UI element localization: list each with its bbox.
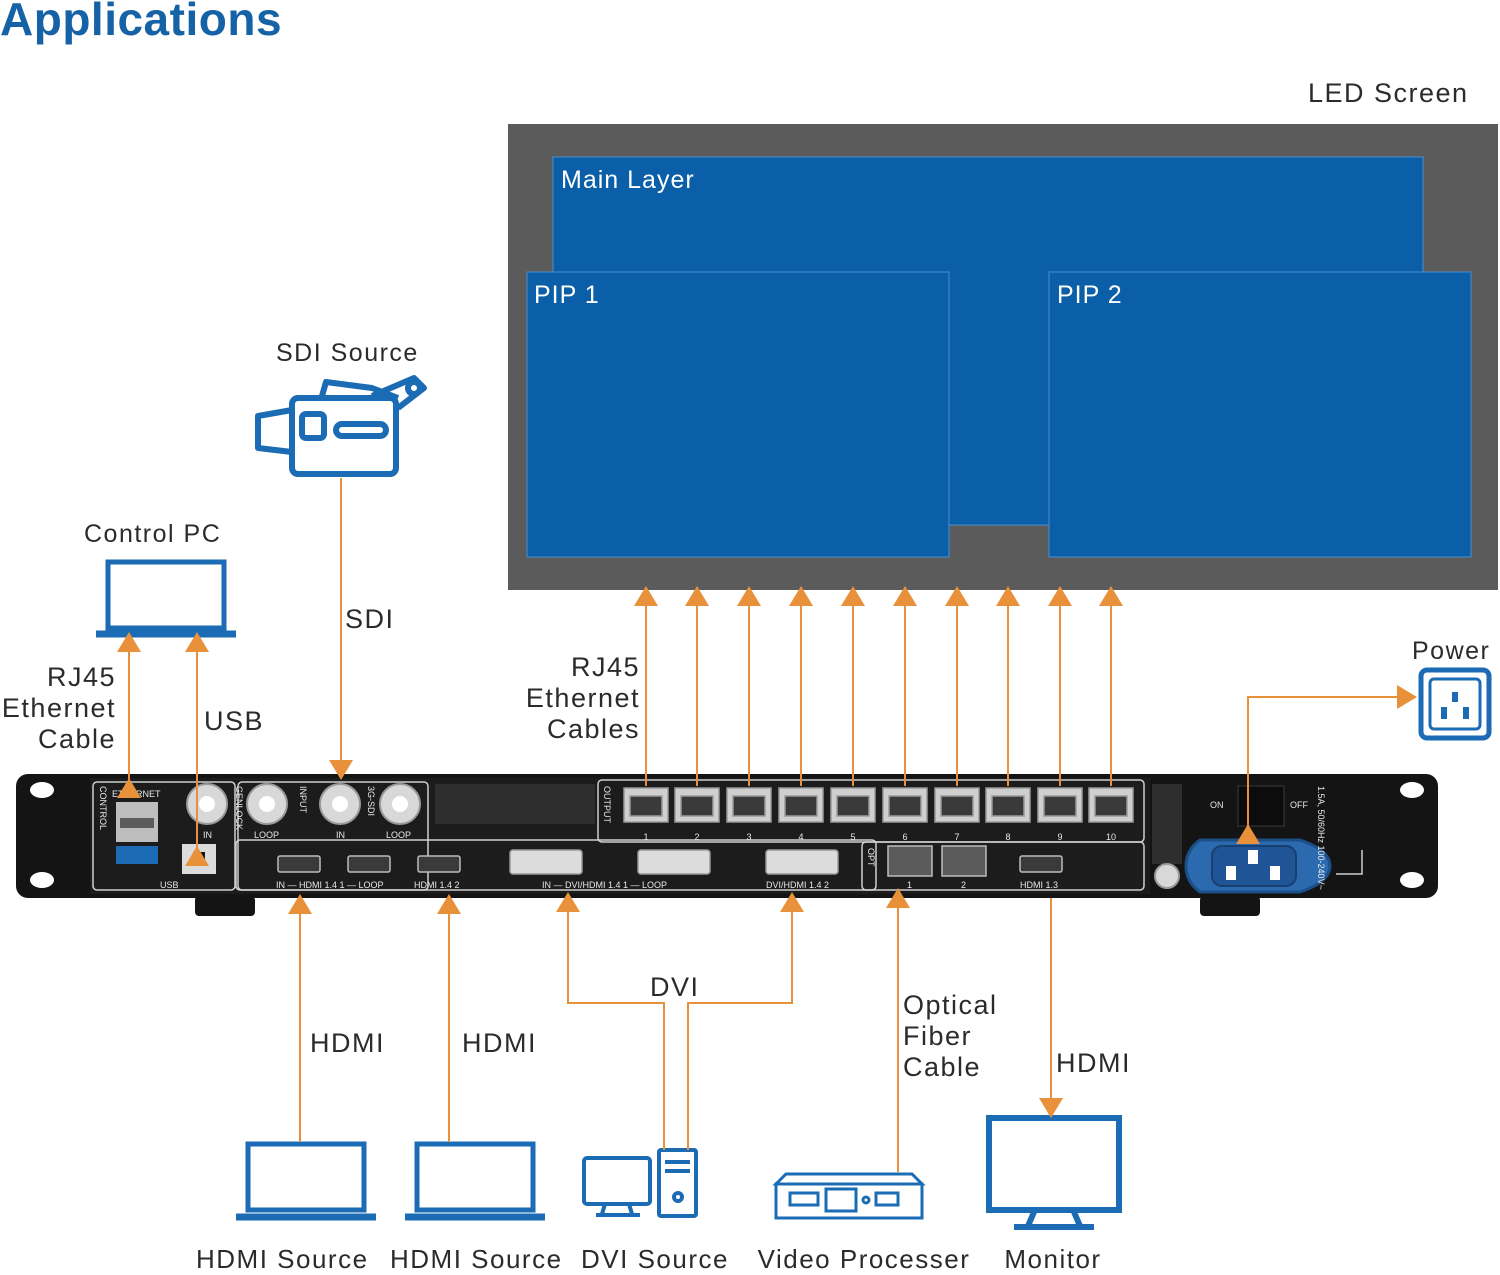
rj45-port-number: 5 bbox=[850, 832, 855, 842]
hdmi-source-1-laptop-icon bbox=[236, 1141, 376, 1221]
device-label-hdmi-2: HDMI 1.4 2 bbox=[414, 880, 460, 890]
hdmi-source-2-caption: HDMI Source bbox=[390, 1244, 563, 1274]
usb-cable-label: USB bbox=[204, 706, 265, 736]
rj45-port-number: 9 bbox=[1057, 832, 1062, 842]
hdmi-monitor-cable-label: HDMI bbox=[1056, 1048, 1131, 1078]
device-label-input: INPUT bbox=[298, 786, 308, 814]
device-label-output: OUTPUT bbox=[602, 786, 612, 824]
device-label-on: ON bbox=[1210, 800, 1224, 810]
rj45-output-ports bbox=[623, 787, 1134, 823]
rj45-port-socket bbox=[888, 795, 922, 817]
dvi-cable-label: DVI bbox=[650, 972, 700, 1002]
rj45-port-number: 3 bbox=[746, 832, 751, 842]
rj45-control-line2: Ethernet bbox=[1, 693, 116, 723]
device-label-genlock-in: IN bbox=[203, 830, 212, 840]
rj45-port-socket bbox=[732, 795, 766, 817]
hdmi-cable-1-label: HDMI bbox=[310, 1028, 385, 1058]
camera-icon bbox=[255, 375, 427, 477]
power-outlet-icon bbox=[1418, 667, 1492, 741]
video-processer-icon bbox=[772, 1172, 926, 1220]
control-pc-label: Control PC bbox=[84, 520, 222, 548]
rj45-port-socket bbox=[784, 795, 818, 817]
page-title: Applications bbox=[0, 0, 283, 45]
rj45-control-line3: Cable bbox=[37, 724, 116, 754]
monitor-icon bbox=[986, 1115, 1122, 1230]
pip1-layer bbox=[526, 271, 950, 558]
device-label-usb: USB bbox=[160, 880, 179, 890]
hdmi-cable-2-label: HDMI bbox=[462, 1028, 537, 1058]
rj45-control-label: RJ45 Ethernet Cable bbox=[0, 662, 116, 755]
sdi-cable-label: SDI bbox=[345, 604, 395, 634]
device-label-hdmi-13: HDMI 1.3 bbox=[1020, 880, 1058, 890]
main-layer-label: Main Layer bbox=[561, 166, 695, 194]
rj45-output-line2: Ethernet bbox=[525, 683, 640, 713]
device-label-dvi-in-loop: IN — DVI/HDMI 1.4 1 — LOOP bbox=[542, 880, 667, 890]
rj45-port-socket bbox=[680, 795, 714, 817]
device-label-hdmi-in-loop: IN — HDMI 1.4 1 — LOOP bbox=[276, 880, 384, 890]
rj45-port-number: 7 bbox=[954, 832, 959, 842]
device-label-genlock-loop: LOOP bbox=[254, 830, 279, 840]
rj45-output-label: RJ45 Ethernet Cables bbox=[500, 652, 640, 745]
hdmi-source-2-laptop-icon bbox=[405, 1141, 545, 1221]
power-label: Power bbox=[1412, 637, 1491, 665]
pip1-label: PIP 1 bbox=[534, 281, 600, 309]
rj45-port-number: 6 bbox=[902, 832, 907, 842]
optical-line1: Optical bbox=[903, 990, 998, 1020]
rj45-port-socket bbox=[1043, 795, 1077, 817]
video-processer-caption: Video Processer bbox=[757, 1244, 971, 1274]
device-label-sdi-loop: LOOP bbox=[386, 830, 411, 840]
device-label-opt: OPT bbox=[866, 848, 876, 867]
device-label-opt-1: 1 bbox=[907, 880, 912, 890]
device-label-3g-sdi: 3G-SDI bbox=[366, 786, 376, 816]
device-label-power-rating: 1.5A, 50/60Hz 100-240V~ bbox=[1316, 786, 1326, 890]
rj45-port-socket bbox=[836, 795, 870, 817]
rj45-output-line3: Cables bbox=[546, 714, 640, 744]
hdmi-source-1-caption: HDMI Source bbox=[196, 1244, 369, 1274]
rj45-port-socket bbox=[629, 795, 663, 817]
rj45-port-number: 8 bbox=[1005, 832, 1010, 842]
sdi-source-label: SDI Source bbox=[276, 339, 419, 367]
device-label-control: CONTROL bbox=[98, 786, 108, 830]
optical-line2: Fiber bbox=[903, 1021, 973, 1051]
optical-fiber-label: Optical Fiber Cable bbox=[903, 990, 998, 1083]
rj45-port-number: 2 bbox=[694, 832, 699, 842]
rj45-port-number: 4 bbox=[798, 832, 803, 842]
device-label-sdi-in: IN bbox=[336, 830, 345, 840]
rj45-port-number: 1 bbox=[643, 832, 648, 842]
pip2-label: PIP 2 bbox=[1057, 281, 1123, 309]
led-screen-label: LED Screen bbox=[1308, 78, 1469, 108]
led-screen bbox=[508, 124, 1498, 590]
rj45-port-socket bbox=[991, 795, 1025, 817]
cables bbox=[117, 478, 1417, 1172]
pip2-layer bbox=[1048, 271, 1472, 558]
device-label-dvi-2: DVI/HDMI 1.4 2 bbox=[766, 880, 829, 890]
device-label-off: OFF bbox=[1290, 800, 1308, 810]
dvi-source-desktop-icon bbox=[582, 1148, 698, 1218]
rj45-port-socket bbox=[1094, 795, 1128, 817]
rj45-control-line1: RJ45 bbox=[46, 662, 116, 692]
device-label-ethernet: ETHERNET bbox=[112, 789, 161, 799]
rj45-port-number: 10 bbox=[1106, 832, 1116, 842]
video-controller-device bbox=[16, 774, 1438, 916]
optical-line3: Cable bbox=[903, 1052, 982, 1082]
dvi-source-caption: DVI Source bbox=[581, 1244, 729, 1274]
device-label-opt-2: 2 bbox=[961, 880, 966, 890]
device-label-genlock: GENLOCK bbox=[234, 786, 244, 830]
laptop-icon bbox=[96, 559, 236, 638]
monitor-caption: Monitor bbox=[1004, 1244, 1102, 1274]
rj45-port-socket bbox=[940, 795, 974, 817]
rj45-output-line1: RJ45 bbox=[570, 652, 640, 682]
